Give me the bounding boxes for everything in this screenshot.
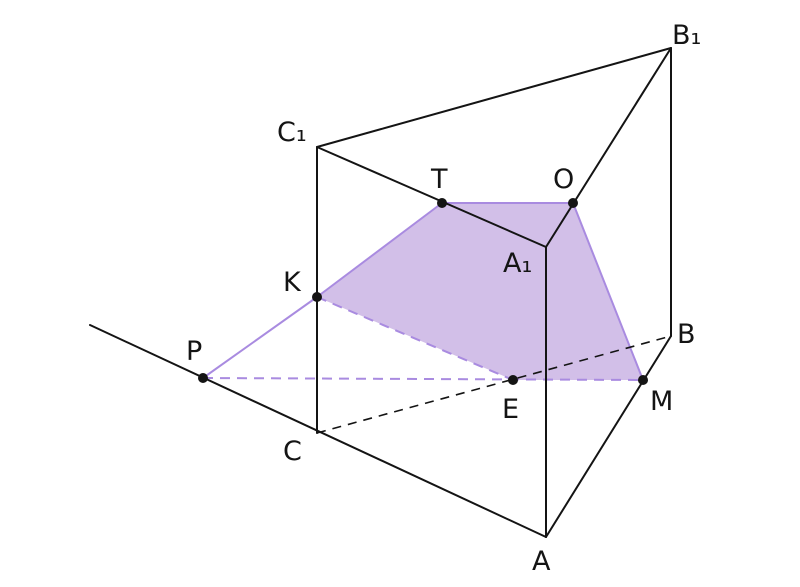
label-t: T — [430, 164, 448, 195]
label-c: C — [283, 436, 302, 467]
label-e: E — [502, 394, 519, 425]
label-a1: A₁ — [503, 248, 532, 279]
point-k — [312, 292, 322, 302]
label-o: O — [553, 164, 574, 195]
point-m — [638, 375, 648, 385]
edge-cb-hidden — [316, 335, 672, 434]
point-e — [508, 375, 518, 385]
point-p — [198, 373, 208, 383]
label-m: M — [650, 386, 673, 417]
edge-c1b1 — [316, 47, 672, 148]
point-t — [437, 198, 447, 208]
point-o — [568, 198, 578, 208]
section-edge-pm-hidden — [202, 377, 644, 381]
edge-c1a1 — [316, 146, 547, 248]
label-b: B — [677, 319, 696, 350]
section-edge-kp — [202, 296, 318, 379]
label-k: K — [283, 267, 302, 298]
label-c1: C₁ — [277, 117, 307, 148]
label-p: P — [186, 336, 202, 367]
label-b1: B₁ — [672, 20, 701, 51]
label-a: A — [532, 546, 551, 577]
edge-a1b1 — [545, 47, 672, 248]
section-edge-om — [572, 202, 644, 381]
section-polygon — [317, 203, 643, 380]
section-edge-ke-hidden — [316, 296, 514, 381]
edge-ab — [545, 335, 672, 538]
section-edge-tk — [316, 202, 443, 298]
